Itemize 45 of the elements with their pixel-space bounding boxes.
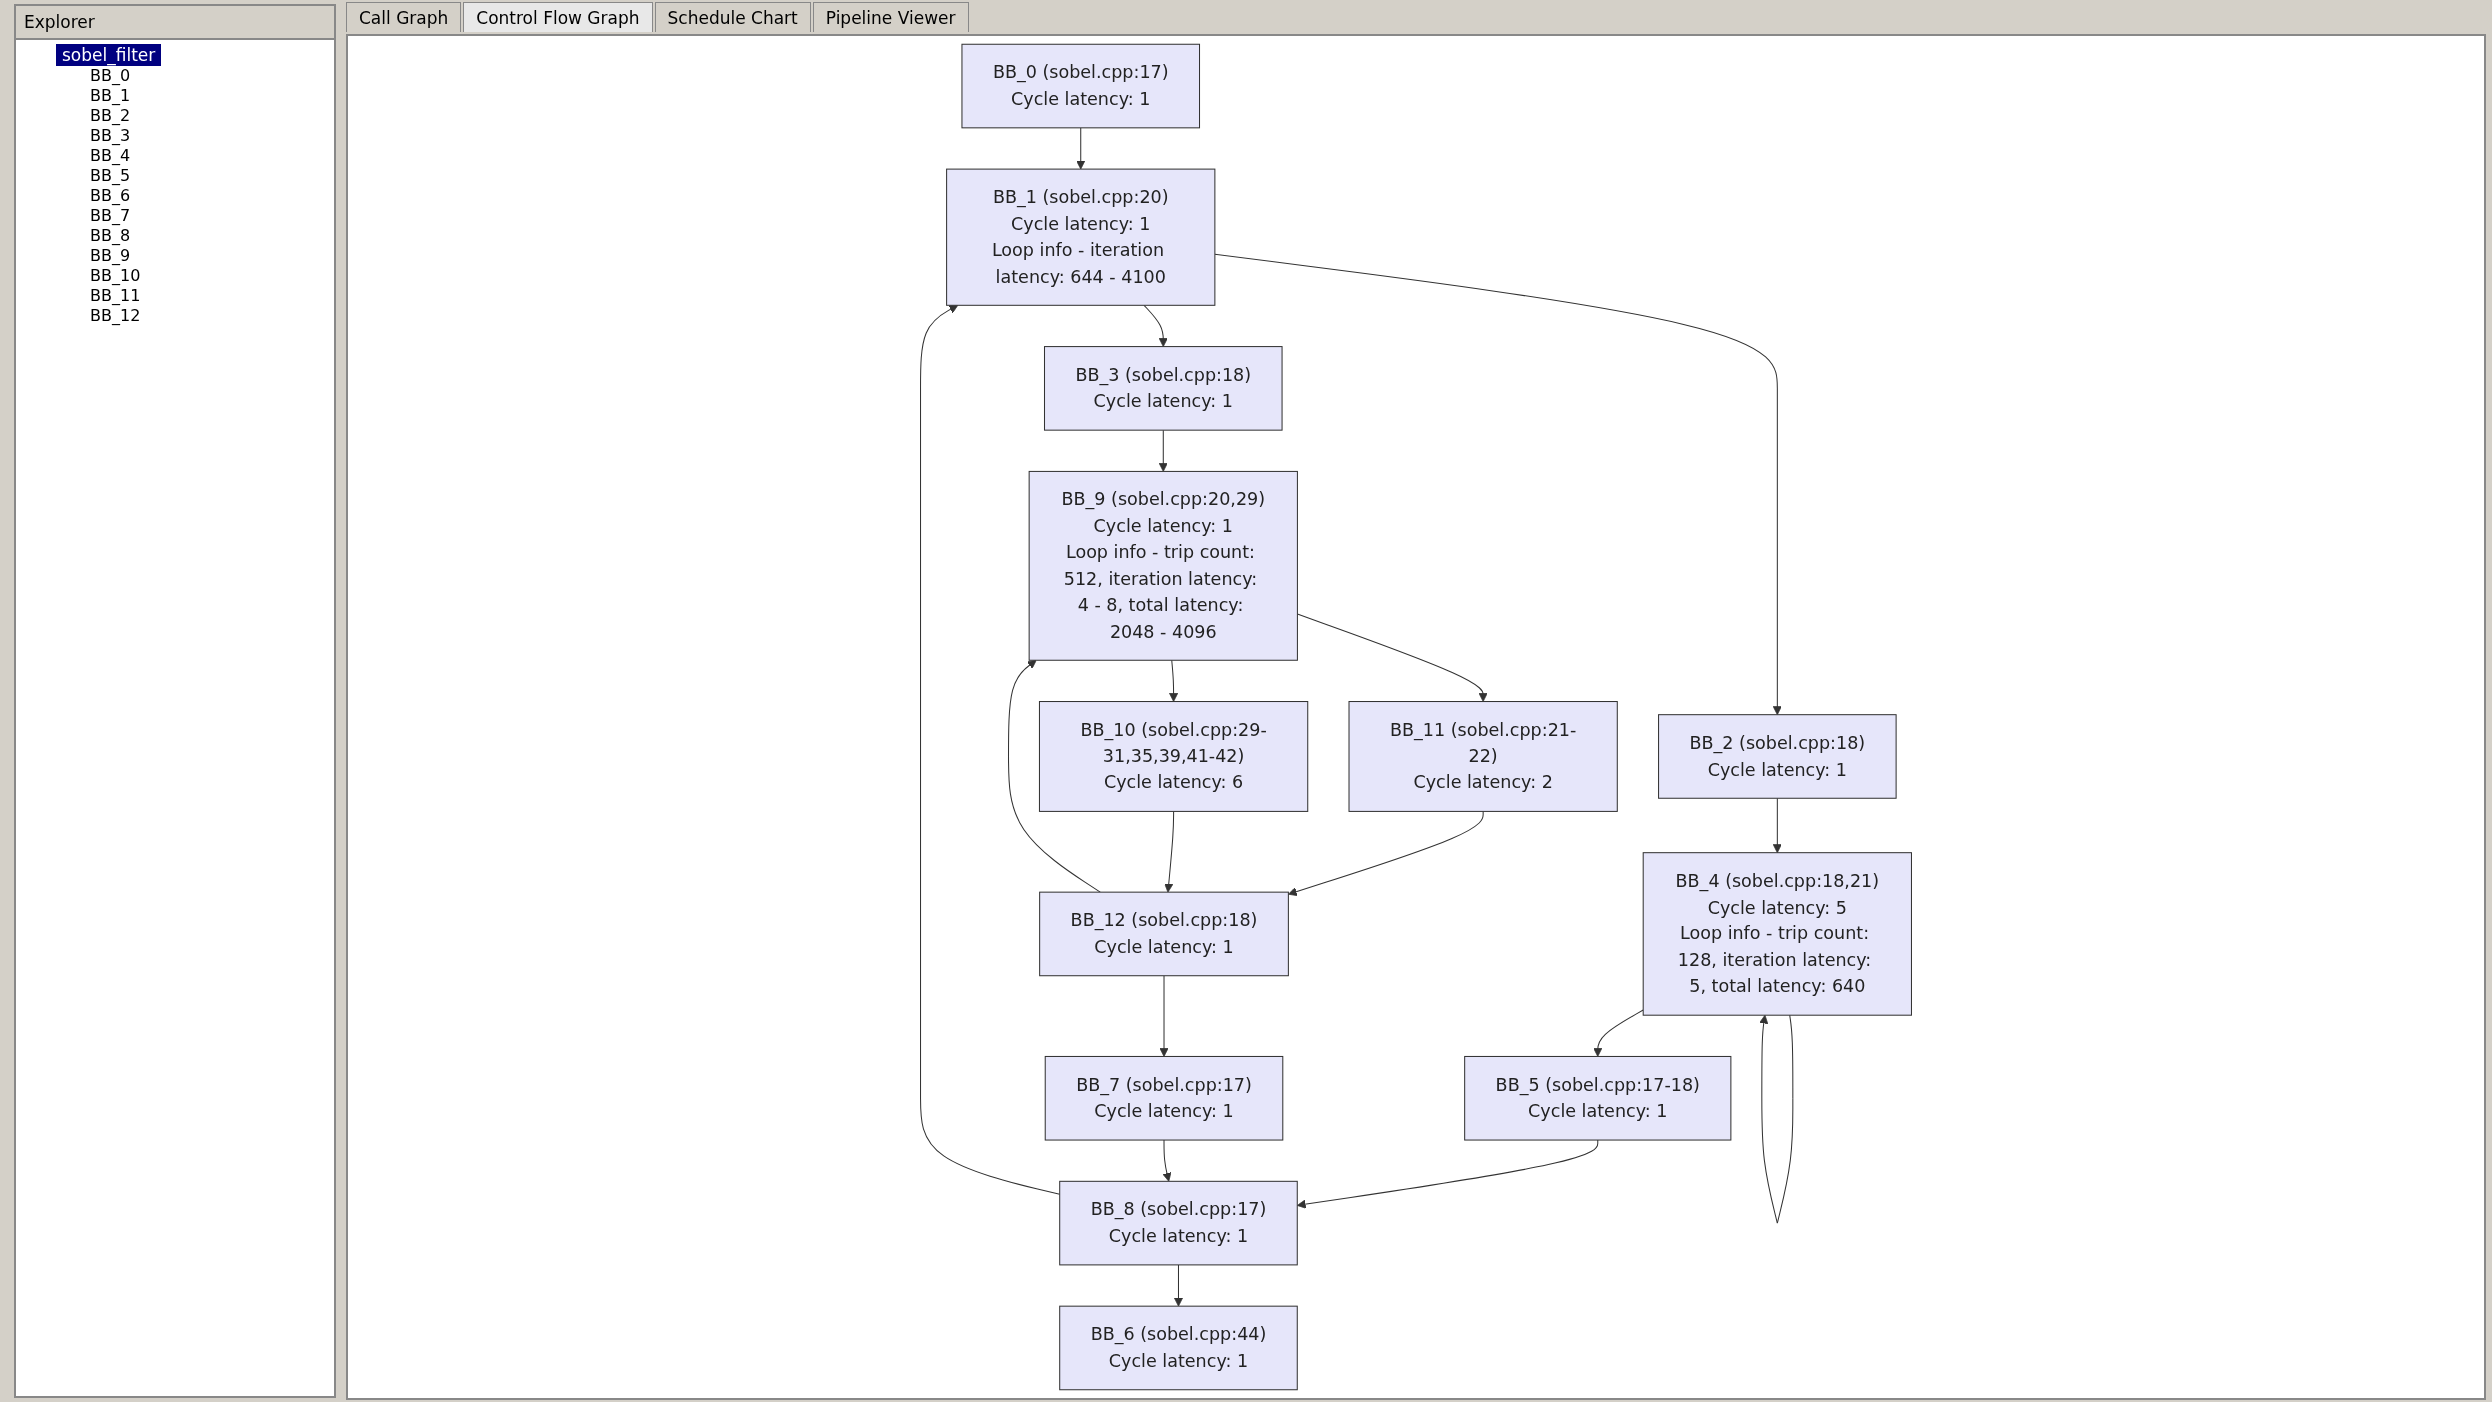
arrow: [1173, 1264, 1183, 1307]
node-box: BB_3 (sobel.cpp:18) Cycle latency: 1: [1044, 346, 1283, 431]
tree-item: BB_2: [90, 106, 132, 126]
node-box: BB_7 (sobel.cpp:17) Cycle latency: 1: [1044, 1055, 1284, 1141]
tab: Call Graph: [346, 2, 462, 32]
tree-item: BB_12: [90, 306, 142, 326]
node-box: BB_4 (sobel.cpp:18,21) Cycle latency: 5 Loop info - trip count: 128, iteration latency: 5, total latency: 640: [1642, 852, 1912, 1016]
tree-item: BB_6: [90, 186, 132, 206]
node-box: BB_12 (sobel.cpp:18) Cycle latency: 1: [1039, 891, 1289, 977]
arrow: [1159, 975, 1169, 1057]
arrow: [1076, 127, 1086, 170]
node-box: BB_1 (sobel.cpp:20) Cycle latency: 1 Loop info - iteration latency: 644 - 4100: [946, 168, 1216, 306]
tab: Schedule Chart: [654, 2, 811, 32]
node-box: BB_5 (sobel.cpp:17-18) Cycle latency: 1: [1464, 1055, 1732, 1141]
arrow: [1593, 1009, 1644, 1057]
arrow: [1158, 429, 1168, 472]
node-box: BB_2 (sobel.cpp:18) Cycle latency: 1: [1658, 714, 1897, 799]
node-box: BB_6 (sobel.cpp:44) Cycle latency: 1: [1059, 1305, 1298, 1391]
tree-item: BB_1: [90, 86, 132, 106]
arrow: [1214, 253, 1782, 716]
tree-item: BB_7: [90, 206, 132, 226]
tree-item: BB_8: [90, 226, 132, 246]
node-box: BB_0 (sobel.cpp:17) Cycle latency: 1: [961, 43, 1201, 129]
tree-item: BB_0: [90, 66, 132, 86]
tree-item: BB_4: [90, 146, 132, 166]
tree-item: BB_9: [90, 246, 132, 266]
arrow: [1287, 810, 1484, 897]
node-box: BB_8 (sobel.cpp:17) Cycle latency: 1: [1059, 1180, 1298, 1266]
tree-item: BB_11: [90, 286, 142, 306]
tree-item: BB_3: [90, 126, 132, 146]
arrow: [1143, 304, 1168, 347]
panel-title: Explorer: [16, 6, 334, 40]
arrow: [1008, 659, 1101, 893]
tab: Control Flow Graph: [463, 2, 653, 32]
node-box: BB_10 (sobel.cpp:29-31,35,39,41-42) Cycle latency: 6: [1038, 701, 1309, 812]
tree-item-selected: sobel_filter: [56, 44, 162, 66]
tab: Pipeline Viewer: [812, 2, 969, 32]
node-box: BB_11 (sobel.cpp:21-22) Cycle latency: 2: [1348, 701, 1618, 812]
arrow: [1162, 1139, 1172, 1182]
tree-item: BB_10: [90, 266, 142, 286]
node-box: BB_9 (sobel.cpp:20,29) Cycle latency: 1 Loop info - trip count: 512, iteration latency: 4 - 8, total latency: 2048 - 4096: [1028, 470, 1298, 661]
arrow: [1772, 797, 1782, 854]
arrow: [1164, 810, 1175, 893]
arrow: [1169, 659, 1179, 702]
tree-item: BB_5: [90, 166, 132, 186]
